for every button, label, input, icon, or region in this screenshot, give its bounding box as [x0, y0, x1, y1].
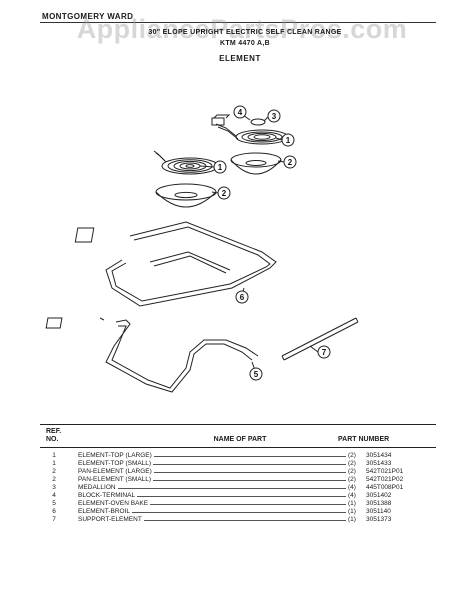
callout-label: 5: [254, 370, 259, 379]
part-quantity: (4): [348, 492, 356, 499]
ref-number: 1: [52, 452, 56, 459]
table-row: 7 SUPPORT-ELEMENT (1) 3051373: [40, 516, 436, 524]
broil-element: [74, 221, 277, 307]
callout-label: 6: [240, 293, 245, 302]
table-row: 2 PAN-ELEMENT (SMALL) (2) 542T021P02: [40, 476, 436, 484]
part-number: 542T021P01: [366, 468, 404, 475]
model-title: 30" ELOPE UPRIGHT ELECTRIC SELF CLEAN RA…: [148, 29, 342, 36]
terminal-block: [211, 114, 231, 126]
part-name: BLOCK-TERMINAL: [78, 492, 138, 500]
part-number: 445T008P01: [366, 484, 404, 491]
brand-label: MONTGOMERY WARD: [42, 12, 134, 21]
part-number: 3051402: [366, 492, 392, 499]
leader-line: [78, 488, 346, 489]
callout-7: [317, 345, 331, 359]
part-name: MEDALLION: [78, 484, 118, 492]
leader-line: [78, 464, 346, 465]
callout-4: [233, 105, 247, 119]
part-name: ELEMENT-TOP (LARGE): [78, 452, 154, 460]
leader-line: [78, 512, 346, 513]
part-name: SUPPORT-ELEMENT: [78, 516, 144, 524]
part-number: 3051433: [366, 460, 392, 467]
medallion: [250, 118, 266, 126]
part-name: ELEMENT-BROIL: [78, 508, 133, 516]
callout-label: 1: [218, 163, 223, 172]
table-row: 1 ELEMENT-TOP (SMALL) (2) 3051433: [40, 460, 436, 468]
callout-1-large: [213, 160, 227, 174]
part-quantity: (2): [348, 460, 356, 467]
ref-number: 4: [52, 492, 56, 499]
callout-label: 4: [238, 108, 243, 117]
large-drip-pan: [155, 183, 217, 208]
bake-element: [45, 317, 259, 393]
part-name: PAN-ELEMENT (LARGE): [78, 468, 154, 476]
part-quantity: (2): [348, 468, 356, 475]
part-number: 3051388: [366, 500, 392, 507]
leader-line: [78, 520, 346, 521]
table-row: 3 MEDALLION (4) 445T008P01: [40, 484, 436, 492]
large-surface-element: [153, 150, 219, 175]
callout-label: 3: [272, 112, 277, 121]
ref-header-line1: REF.: [46, 428, 62, 435]
table-top-rule: [40, 424, 436, 425]
callout-label: 2: [288, 158, 293, 167]
callout-2-large: [217, 186, 231, 200]
callout-6: [235, 290, 249, 304]
table-row: 6 ELEMENT-BROIL (1) 3051140: [40, 508, 436, 516]
ref-number: 7: [52, 516, 56, 523]
exploded-diagram: 4 3 1 2 1 2 6 7 5: [45, 105, 359, 393]
ref-number: 2: [52, 476, 56, 483]
header-rule: [40, 22, 436, 23]
part-number-column-header: PART NUMBER: [338, 436, 390, 443]
table-row: 5 ELEMENT-OVEN BAKE (1) 3051388: [40, 500, 436, 508]
leader-line: [78, 472, 346, 473]
leader-line: [78, 480, 346, 481]
table-header-rule: [40, 447, 436, 448]
ref-number: 1: [52, 460, 56, 467]
part-quantity: (1): [348, 500, 356, 507]
ref-number: 6: [52, 508, 56, 515]
parts-rows: 1 ELEMENT-TOP (LARGE) (2) 3051434 1 ELEM…: [40, 452, 436, 524]
small-drip-pan: [230, 152, 282, 175]
part-quantity: (1): [348, 508, 356, 515]
part-quantity: (1): [348, 516, 356, 523]
part-number: 3051373: [366, 516, 392, 523]
part-quantity: (2): [348, 452, 356, 459]
leader-line: [78, 504, 346, 505]
part-number: 542T021P02: [366, 476, 404, 483]
ref-number: 2: [52, 468, 56, 475]
callout-label: 7: [322, 348, 327, 357]
callout-label: 1: [286, 136, 291, 145]
name-column-header: NAME OF PART: [213, 436, 267, 443]
table-row: 1 ELEMENT-TOP (LARGE) (2) 3051434: [40, 452, 436, 460]
ref-number: 3: [52, 484, 56, 491]
part-name: ELEMENT-OVEN BAKE: [78, 500, 151, 508]
part-quantity: (2): [348, 476, 356, 483]
callout-label: 2: [222, 189, 227, 198]
part-name: PAN-ELEMENT (SMALL): [78, 476, 154, 484]
ref-number: 5: [52, 500, 56, 507]
part-name: ELEMENT-TOP (SMALL): [78, 460, 154, 468]
ref-column-header: REF. NO.: [46, 428, 61, 444]
leader-line: [78, 496, 346, 497]
callout-2-small: [283, 155, 297, 169]
callout-3: [267, 109, 281, 123]
table-row: 4 BLOCK-TERMINAL (4) 3051402: [40, 492, 436, 500]
leader-line: [78, 456, 346, 457]
section-title: ELEMENT: [219, 54, 261, 63]
part-number: 3051434: [366, 452, 392, 459]
part-number: 3051140: [366, 508, 391, 515]
ref-header-line2: NO.: [46, 436, 59, 443]
small-surface-element: [215, 123, 289, 145]
callout-5: [249, 367, 263, 381]
part-quantity: (4): [348, 484, 356, 491]
element-support: [281, 317, 359, 361]
callout-1-small: [281, 133, 295, 147]
table-row: 2 PAN-ELEMENT (LARGE) (2) 542T021P01: [40, 468, 436, 476]
watermark: AppliancePartsPros.com: [76, 14, 408, 44]
model-number: KTM 4470 A,B: [219, 40, 271, 47]
